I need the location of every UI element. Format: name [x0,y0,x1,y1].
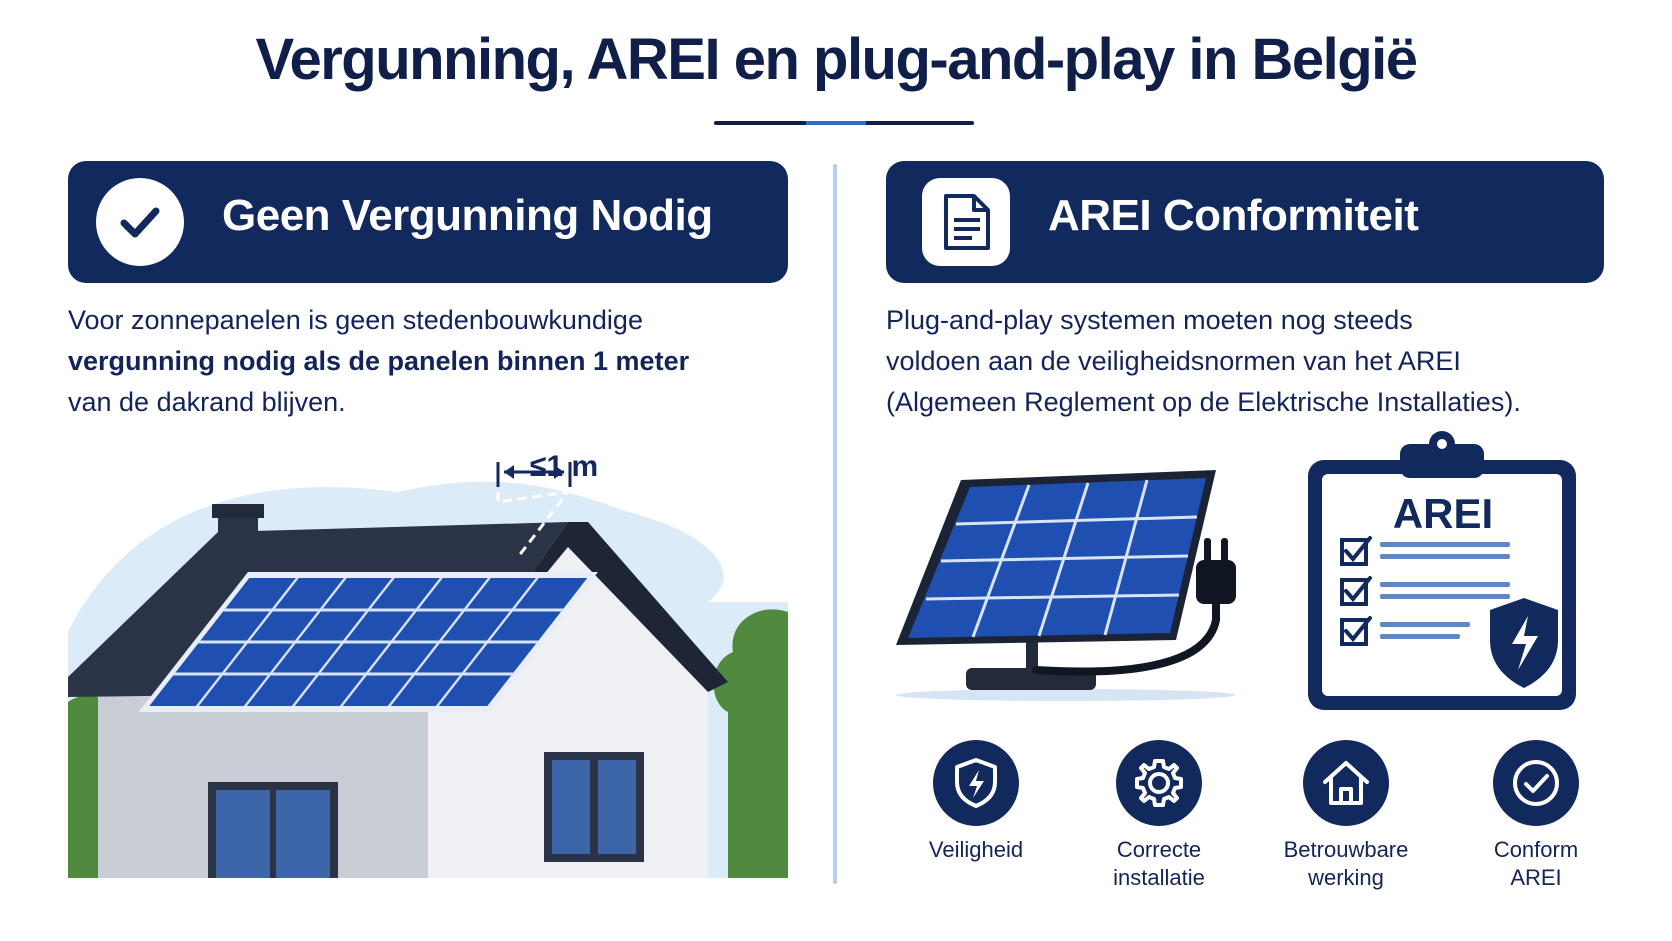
description-permit-bold: vergunning nodig als de panelen binnen 1… [68,346,690,376]
feature-betrouwbare-werking: Betrouwbare werking [1256,740,1436,892]
feature-correcte-installatie: Correcte installatie [1069,740,1249,892]
feature-label-line-1: Veiligheid [928,837,1024,862]
feature-label: Betrouwbare werking [1256,836,1436,892]
plug-and-play-panel-illustration [896,470,1236,701]
description-arei: Plug-and-play systemen moeten nog steeds… [886,300,1586,423]
column-divider [833,164,837,884]
feature-conform-arei: Conform AREI [1446,740,1626,892]
description-arei-line-1: Plug-and-play systemen moeten nog steeds [886,305,1413,335]
clipboard-label: AREI [1392,490,1494,537]
page-title: Vergunning, AREI en plug-and-play in Bel… [255,27,1418,92]
feature-label-line-1: Conform [1493,837,1579,862]
description-permit-line-1: Voor zonnepanelen is geen stedenbouwkund… [68,305,643,335]
house-illustration [68,462,788,878]
shield-bolt-icon [933,740,1019,826]
document-icon [922,178,1010,266]
header-no-permit: Geen Vergunning Nodig [68,161,788,283]
header-title-no-permit: Geen Vergunning Nodig [222,191,713,240]
header-title-arei: AREI Conformiteit [1048,191,1419,240]
feature-label: Correcte installatie [1069,836,1249,892]
feature-label-line-1: Betrouwbare [1283,837,1409,862]
feature-label-line-1: Correcte [1116,837,1202,862]
feature-label: Veiligheid [886,836,1066,864]
description-arei-line-3: (Algemeen Reglement op de Elektrische In… [886,387,1521,417]
feature-row: Veiligheid Correcte installatie [886,740,1604,890]
arei-clipboard-illustration [1308,431,1576,710]
description-permit: Voor zonnepanelen is geen stedenbouwkund… [68,300,768,423]
feature-label-line-2: installatie [1113,865,1205,890]
feature-label-line-2: AREI [1510,865,1562,890]
feature-label-line-2: werking [1308,865,1384,890]
header-arei: AREI Conformiteit [886,161,1604,283]
description-permit-line-3: van de dakrand blijven. [68,387,346,417]
check-circle-icon [1493,740,1579,826]
feature-label: Conform AREI [1446,836,1626,892]
feature-veiligheid: Veiligheid [886,740,1066,864]
title-underline [714,121,974,125]
gear-icon [1116,740,1202,826]
dimension-label: ≤1 m [530,450,599,483]
description-arei-line-2: voldoen aan de veiligheidsnormen van het… [886,346,1461,376]
check-circle-icon [96,178,184,266]
house-icon [1303,740,1389,826]
